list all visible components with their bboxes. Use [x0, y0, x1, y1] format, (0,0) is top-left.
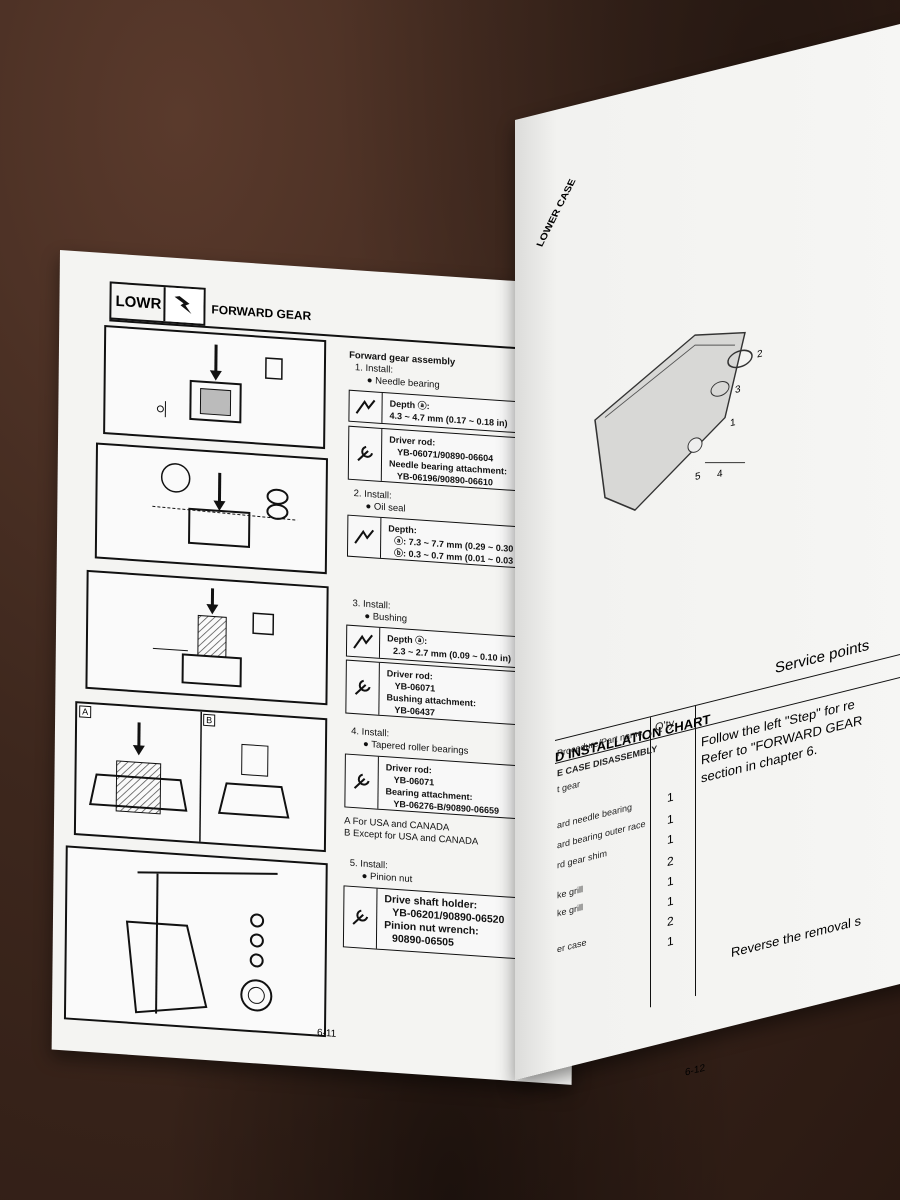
tool-wrench-icon: [345, 754, 379, 809]
figure-label-a: A: [79, 705, 92, 719]
step1-item: ● Needle bearing: [366, 374, 440, 391]
step1-tool-box: Driver rod: YB-06071/90890-06604 Needle …: [347, 425, 546, 494]
disassembly-symbol-icon: [163, 287, 204, 324]
installation-chart-table: Procedure/Part name Q'ty E CASE DISASSEM…: [555, 640, 900, 1032]
part-row: rd gear shim: [557, 848, 608, 871]
qty-value: 1: [667, 811, 674, 828]
figure-tapered-bearings: A B: [73, 701, 328, 853]
step4-heading: 4. Install:: [351, 725, 390, 740]
page-title: FORWARD GEAR: [211, 302, 312, 324]
left-page: LOWR FORWARD GEAR: [51, 250, 580, 1085]
part-row: ke grill: [557, 902, 584, 919]
section-title: LOWER CASE: [535, 177, 579, 249]
tool-wrench-icon: [343, 886, 378, 949]
callout-2: 2: [757, 348, 763, 360]
right-page: LOWER CASE 2 3 1 5 4 D INSTALLATION CHAR…: [515, 15, 900, 1081]
depth-gauge-icon: [346, 625, 381, 658]
step5-item: ● Pinion nut: [361, 870, 413, 886]
step3-depth-box: Depth ⓐ: 2.3 ~ 2.7 mm (0.09 ~ 0.10 in): [345, 624, 544, 670]
section-code: LOWR: [115, 292, 162, 313]
part-row: er case: [557, 937, 587, 955]
col-qty: Q'ty: [655, 717, 675, 735]
step2-heading: 2. Install:: [353, 488, 392, 502]
qty-value: 1: [667, 893, 674, 910]
tool-wrench-icon: [348, 426, 383, 481]
step1-depth-box: Depth ⓐ: 4.3 ~ 4.7 mm (0.17 ~ 0.18 in): [348, 389, 546, 436]
depth-gauge-icon: [349, 390, 383, 423]
step3-tool-box: Driver rod: YB-06071 Bushing attachment:…: [345, 659, 543, 727]
step3-item: ● Bushing: [364, 610, 408, 625]
figure-label-b: B: [203, 713, 216, 727]
qty-value: 1: [667, 789, 674, 806]
figure-needle-bearing: [103, 325, 327, 450]
tool-wrench-icon: [346, 660, 380, 715]
qty-value: 1: [667, 933, 674, 950]
figure-pinion-nut: [63, 845, 328, 1038]
part-row: t gear: [557, 778, 581, 795]
qty-value: 1: [667, 873, 674, 890]
qty-value: 2: [667, 913, 674, 930]
step2-item: ● Oil seal: [365, 500, 406, 515]
figure-bushing: [85, 569, 329, 706]
step5-tool-box: Drive shaft holder: YB-06201/90890-06520…: [342, 885, 558, 962]
callout-4: 4: [717, 468, 723, 480]
section-code-box: LOWR: [109, 281, 206, 326]
qty-value: 2: [667, 853, 674, 870]
step4-tool-box: Driver rod: YB-06071 Bearing attachment:…: [344, 753, 542, 821]
exploded-view-diagram: 2 3 1 5 4: [545, 255, 775, 562]
step5-heading: 5. Install:: [349, 857, 388, 872]
page-number: 6-11: [316, 1027, 337, 1040]
depth-gauge-icon: [347, 515, 382, 558]
step2-depth-box: Depth: ⓐ: 7.3 ~ 7.7 mm (0.29 ~ 0.30 in) …: [346, 514, 545, 570]
page-header: LOWR FORWARD GEAR: [109, 275, 565, 353]
callout-5: 5: [695, 471, 701, 483]
reverse-removal-note: Reverse the removal s: [731, 912, 862, 961]
col-divider: [695, 705, 696, 997]
step1-heading: 1. Install:: [354, 362, 394, 376]
part-row: ke grill: [557, 884, 584, 901]
qty-value: 1: [667, 831, 674, 848]
callout-3: 3: [735, 384, 741, 396]
callout-1: 1: [730, 417, 736, 429]
col-divider: [650, 717, 651, 1008]
figure-oil-seal: [94, 442, 328, 575]
step3-heading: 3. Install:: [352, 597, 391, 612]
step4-item: ● Tapered roller bearings: [362, 738, 469, 757]
